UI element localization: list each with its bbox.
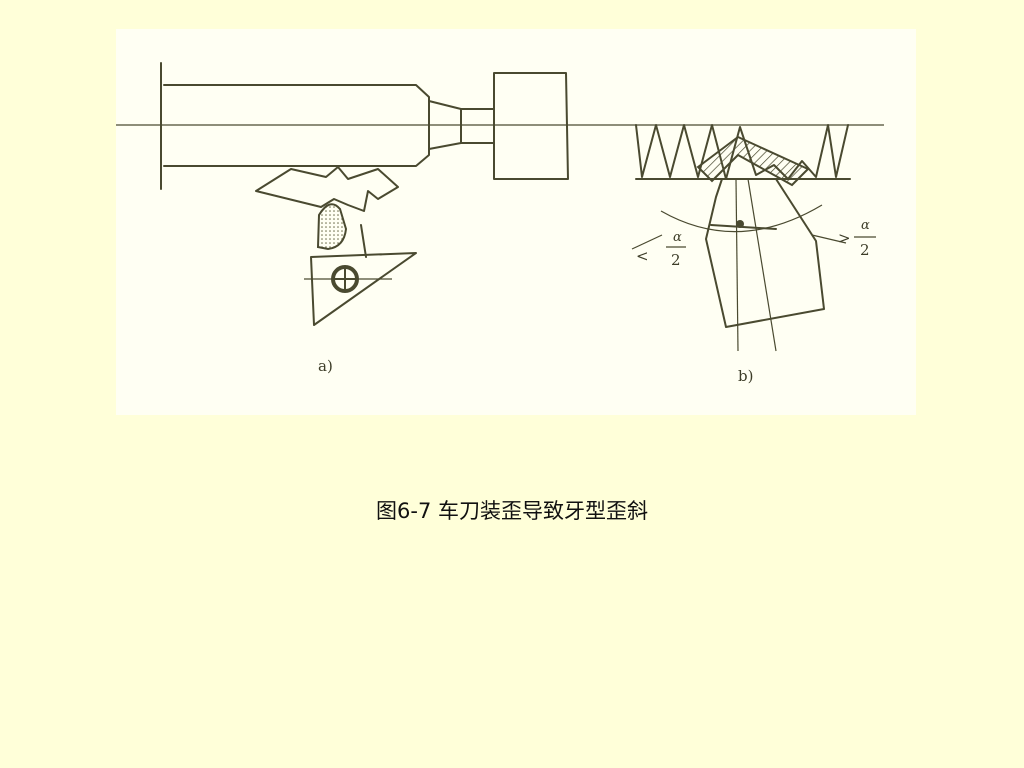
tool-holder [310,252,417,326]
angle-gauge-template [255,166,399,212]
tilted-tool [705,178,825,328]
label-b: b) [738,367,753,385]
part-b-drawing: < α 2 > α 2 b) [631,124,876,385]
tool-tip-insert [316,203,348,251]
thread-profile [635,124,849,180]
two-left: 2 [671,251,681,269]
alpha-right: α [861,218,870,233]
workpiece-body [163,84,430,167]
tool-cross-line [710,224,777,230]
tool-shank-line [360,224,367,258]
tool-center-line [735,178,739,352]
alpha-left: α [673,230,682,245]
less-than-symbol: < [636,247,649,265]
thread-gauge-hatched [696,135,810,187]
two-right: 2 [860,241,870,259]
figure-panel: a) < α 2 > α 2 [116,29,916,415]
angle-arc [660,204,823,233]
label-a: a) [318,357,333,375]
workpiece-neck [428,100,462,150]
lathe-tool-diagram: a) < α 2 > α 2 [116,62,884,385]
right-angle-leader [811,234,847,244]
tool-tilt-line [747,178,777,352]
part-a-drawing: a) [116,62,884,375]
greater-than-symbol: > [838,229,851,247]
tailstock-block [493,72,569,180]
figure-caption: 图6-7 车刀装歪导致牙型歪斜 [376,499,648,523]
workpiece-stub [460,108,495,144]
left-angle-leader [631,234,663,250]
